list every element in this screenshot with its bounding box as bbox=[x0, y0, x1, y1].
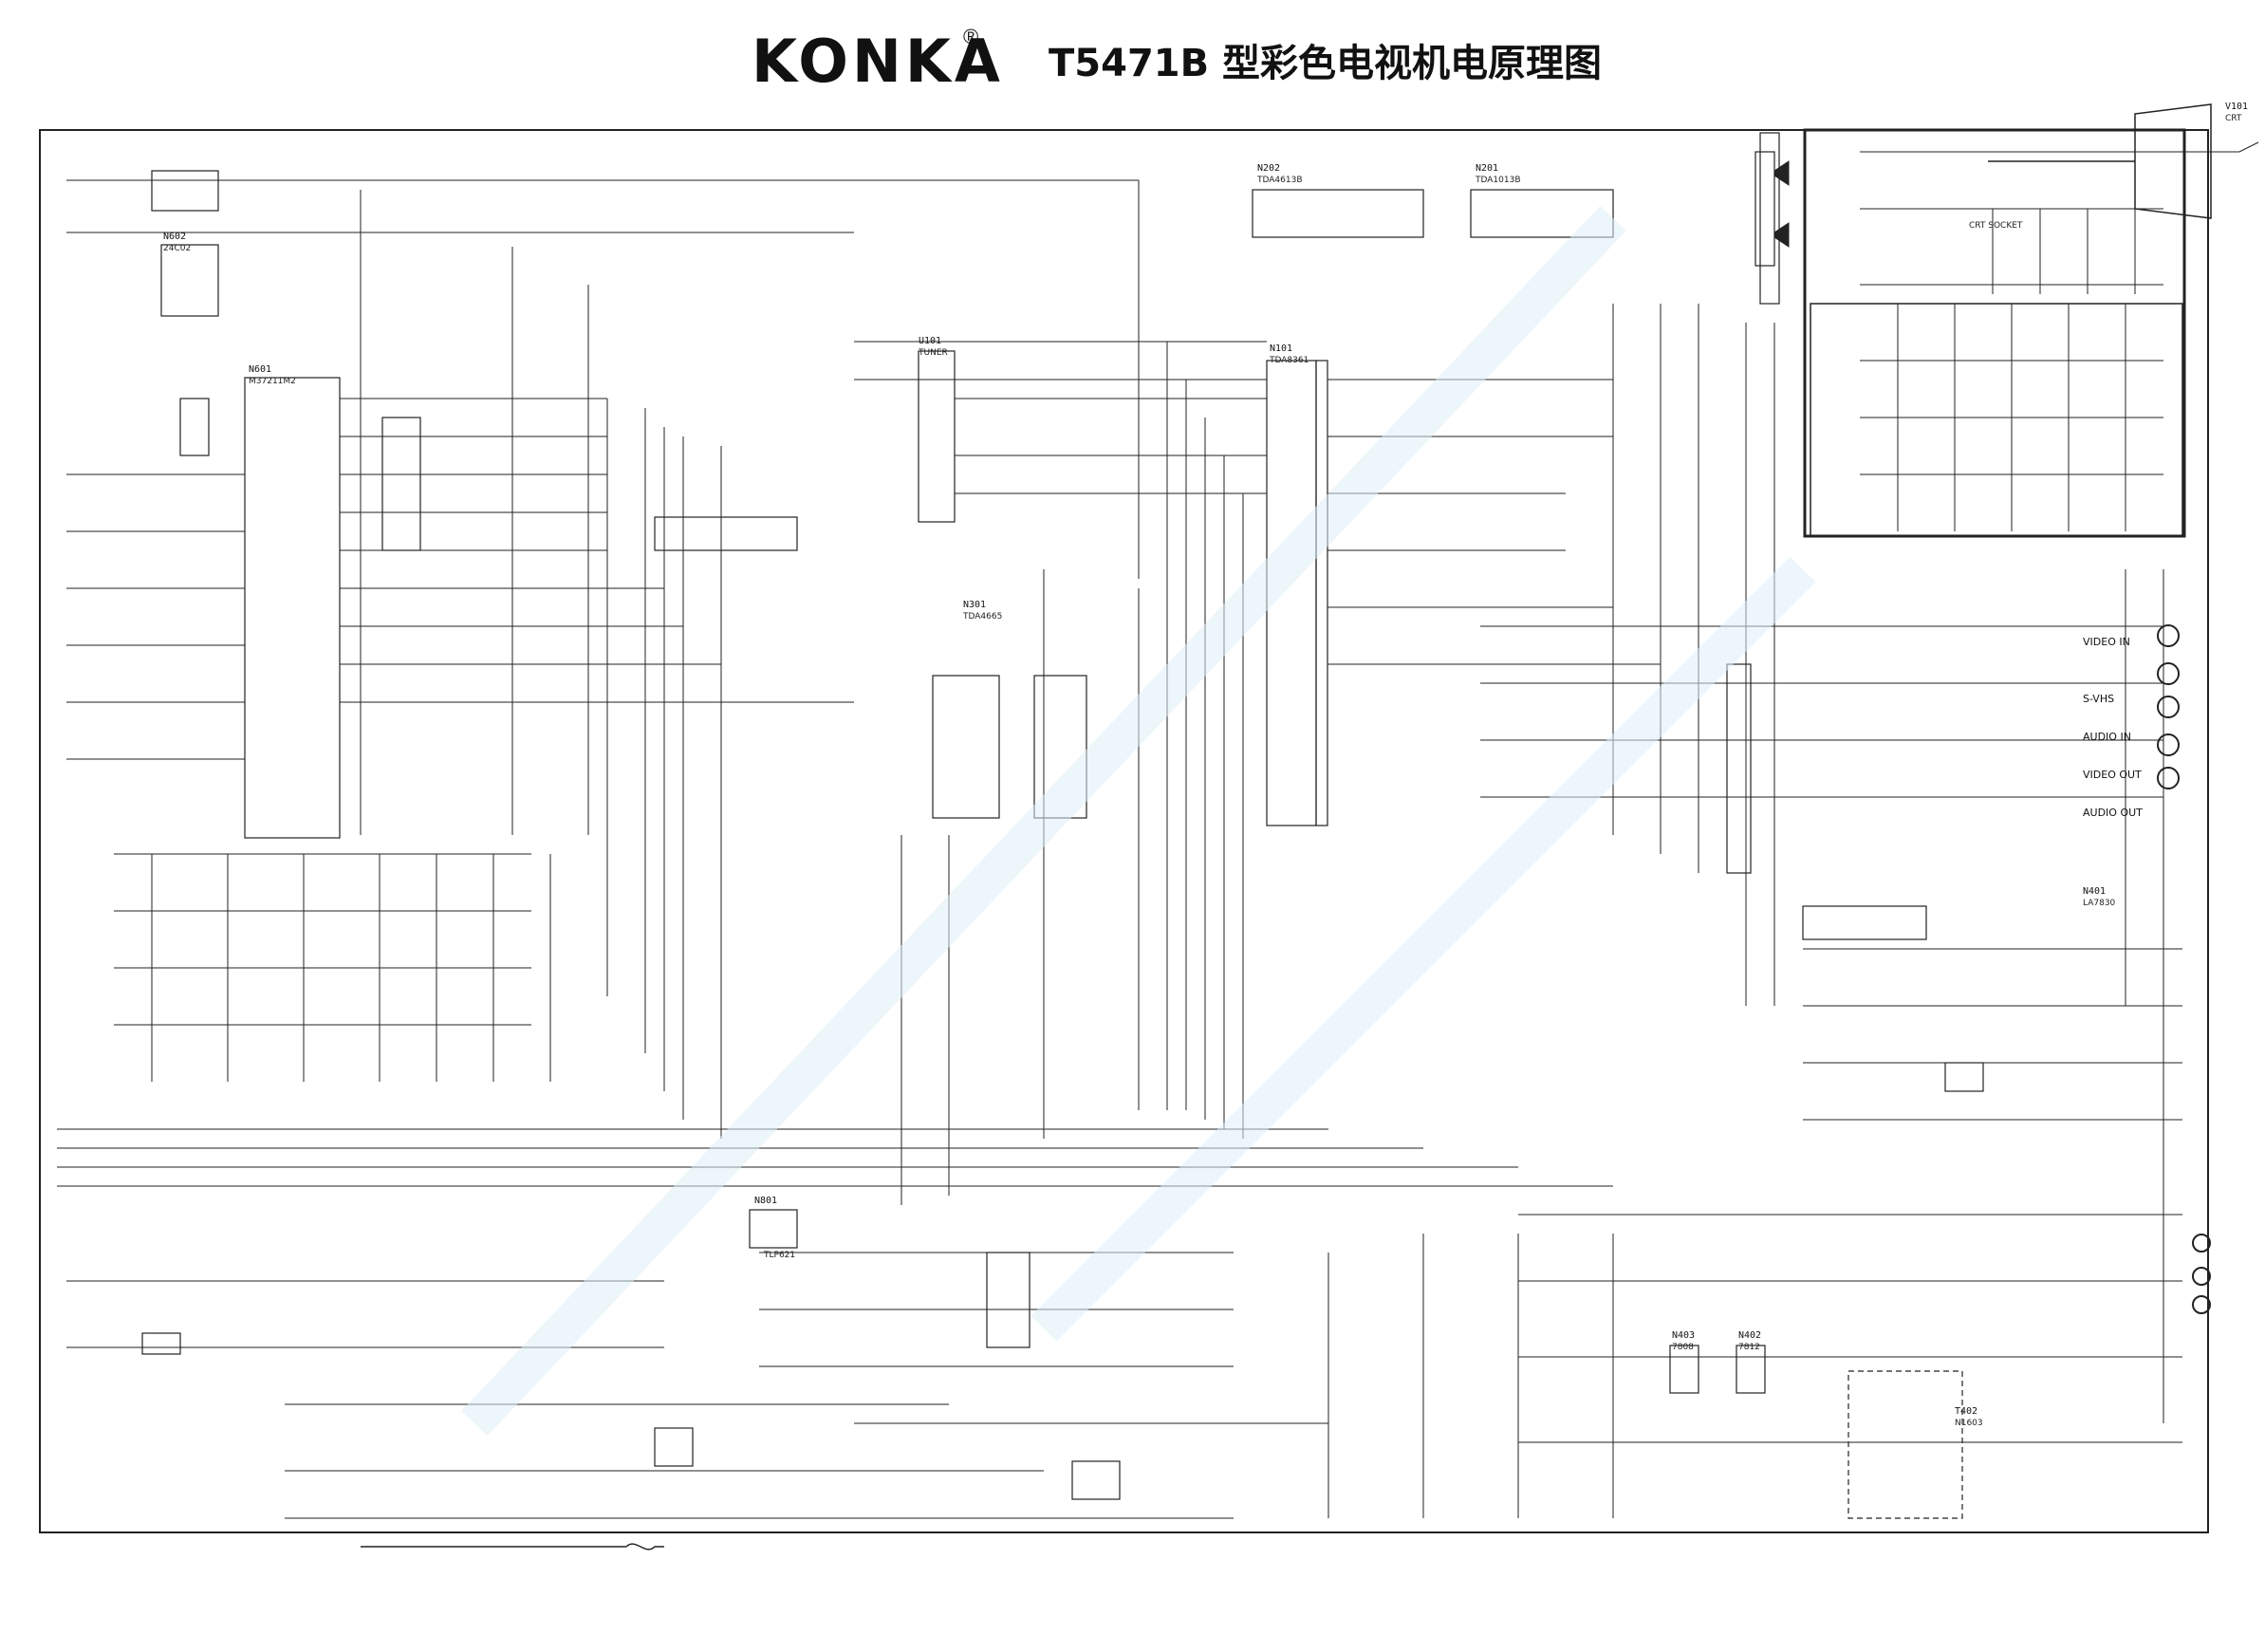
main-ic-part: TDA8361 bbox=[1269, 356, 1309, 365]
audio-preamp-part: TDA4613B bbox=[1256, 176, 1303, 185]
crt-ref: V101 bbox=[2225, 102, 2248, 112]
reg-7812-ref: N402 bbox=[1738, 1330, 1761, 1341]
crt-socket-pins bbox=[1759, 132, 1780, 305]
audio-preamp-chip bbox=[1252, 189, 1424, 238]
main-ic-pins-right bbox=[1315, 360, 1328, 826]
eeprom-part: 24C02 bbox=[163, 244, 191, 253]
video-out-label: VIDEO OUT bbox=[2083, 769, 2142, 781]
av-jack-panel bbox=[1726, 663, 1752, 874]
eeprom-chip bbox=[160, 244, 219, 317]
reg-7808 bbox=[1669, 1345, 1699, 1394]
schematic-border bbox=[39, 129, 2209, 1533]
opto-ref: N801 bbox=[754, 1196, 777, 1206]
brand-logo: KONKA bbox=[752, 27, 1004, 96]
line-filter bbox=[141, 1332, 181, 1355]
audio-out-label: AUDIO OUT bbox=[2083, 807, 2143, 819]
video-in-label: VIDEO IN bbox=[2083, 636, 2130, 648]
wiring bbox=[57, 141, 2259, 1519]
crt-part: CRT bbox=[2225, 114, 2242, 123]
yoke-connector bbox=[1944, 1062, 1984, 1092]
reg-7812-part: 7812 bbox=[1738, 1343, 1760, 1352]
reg-7812 bbox=[1736, 1345, 1766, 1394]
power-plug bbox=[361, 1543, 664, 1550]
audio-in-label: AUDIO IN bbox=[2083, 731, 2131, 743]
svhs-label: S-VHS bbox=[2083, 693, 2114, 705]
av-switch-chip bbox=[932, 675, 1000, 819]
crt-board-outline bbox=[1803, 128, 2186, 538]
mcu-part: M37211M2 bbox=[249, 377, 296, 386]
speaker-conn bbox=[1754, 151, 1775, 267]
vertical-ic-ref: N401 bbox=[2083, 886, 2106, 897]
vertical-ic-part: LA7830 bbox=[2083, 899, 2116, 908]
crt-neck bbox=[1988, 103, 2212, 219]
ir-receiver bbox=[151, 170, 219, 212]
header: KONKA ® T5471B 型彩色电视机电原理图 bbox=[0, 17, 2265, 102]
fbt-part: N1603 bbox=[1955, 1419, 1983, 1428]
sound-connector bbox=[654, 516, 798, 551]
mcu-pin-header bbox=[179, 398, 210, 456]
optocoupler-2 bbox=[1071, 1460, 1121, 1500]
keypad-connector bbox=[381, 417, 421, 551]
audio-preamp-ref: N202 bbox=[1257, 163, 1280, 174]
mcu-ref: N601 bbox=[249, 364, 271, 375]
rectifier-bridge bbox=[654, 1427, 694, 1467]
power-transformer bbox=[986, 1252, 1030, 1348]
speaker-symbols bbox=[1773, 160, 1790, 248]
crt-board-inner bbox=[1810, 303, 2183, 537]
optocoupler bbox=[749, 1209, 798, 1249]
flyback-transformer bbox=[1847, 1370, 1963, 1519]
main-ic-ref: N101 bbox=[1270, 343, 1292, 354]
av-switch-part: TDA4665 bbox=[962, 612, 1002, 622]
registered-mark: ® bbox=[963, 25, 979, 48]
fbt-ref: T402 bbox=[1955, 1406, 1977, 1417]
audio-ic-part: TDA1013B bbox=[1475, 176, 1521, 185]
av-switch-chip-2 bbox=[1033, 675, 1087, 819]
tuner-box bbox=[918, 350, 956, 523]
eeprom-ref: N602 bbox=[163, 232, 186, 242]
tuner-ref: U101 bbox=[919, 336, 941, 346]
audio-ic-chip bbox=[1470, 189, 1614, 238]
main-ic-chip bbox=[1266, 360, 1317, 826]
opto-part: TLP621 bbox=[763, 1251, 795, 1260]
reg-7808-part: 7808 bbox=[1672, 1343, 1694, 1352]
mcu-chip bbox=[244, 377, 341, 839]
vertical-ic-chip bbox=[1802, 905, 1927, 940]
reg-7808-ref: N403 bbox=[1672, 1330, 1695, 1341]
page-title: T5471B 型彩色电视机电原理图 bbox=[1049, 42, 1603, 85]
tuner-part: TUNER bbox=[918, 348, 948, 358]
av-jacks bbox=[2157, 624, 2211, 1314]
audio-ic-ref: N201 bbox=[1476, 163, 1498, 174]
crt-socket-label: CRT SOCKET bbox=[1969, 221, 2023, 231]
av-switch-ref: N301 bbox=[963, 600, 986, 610]
